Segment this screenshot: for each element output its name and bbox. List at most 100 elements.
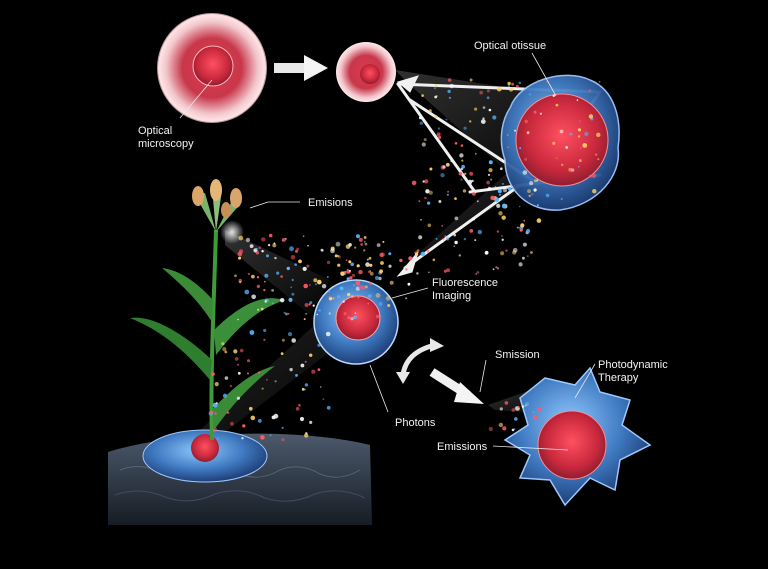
particle-dot [302,266,307,271]
particle-dot [424,179,429,184]
particle-dot [462,189,467,193]
particle-dot [304,360,307,363]
particle-dot [447,190,450,193]
particle-dot [298,259,302,264]
particle-dot [353,284,355,287]
particle-dot [519,147,522,150]
particle-dot [261,387,264,390]
particle-dot [249,244,254,249]
particle-dot [577,165,580,168]
particle-dot [255,251,259,255]
particle-dot [285,312,288,316]
particle-dot [346,277,350,281]
particle-dot [271,415,276,420]
particle-dot [469,78,473,82]
particle-dot [300,363,305,368]
particle-dot [355,280,361,286]
particle-dot [247,272,250,276]
particle-dot [312,304,315,307]
particle-dot [460,178,463,181]
particle-dot [281,438,285,442]
particle-dot [488,160,493,165]
particle-dot [239,348,244,353]
particle-dot [353,295,356,299]
particle-dot [244,289,250,295]
root-cell-dome [142,429,268,483]
particle-dot [318,309,321,312]
particle-dot [458,254,461,257]
particle-dot [212,427,218,433]
particle-dot [309,420,313,424]
particle-dot [291,292,295,296]
particle-dot [496,267,500,270]
particle-dot [446,268,450,273]
particle-dot [476,271,480,274]
particle-dot [495,266,498,269]
particle-dot [356,264,360,268]
particle-dot [249,330,255,335]
particle-dot [328,290,330,293]
particle-dot [301,388,305,391]
particle-dot [378,301,383,306]
particle-dot [561,163,564,167]
particle-dot [226,411,229,414]
particle-dot [463,237,467,241]
particle-dot [492,268,495,271]
particle-dot [461,164,466,169]
particle-dot [517,405,520,408]
particle-dot [569,132,573,136]
particle-dot [364,285,368,289]
particle-dot [332,297,335,300]
particle-dot [326,260,331,265]
particle-dot [234,357,239,361]
particle-dot [498,211,503,216]
particle-dot [233,349,238,354]
particle-dot [492,115,497,120]
blue-tissue-cell [500,74,620,211]
particle-dot [582,143,588,148]
particle-dot [500,167,503,170]
particle-dot [358,237,363,242]
particle-dot [420,251,426,257]
particle-dot [441,240,444,243]
particle-dot [251,294,256,300]
particle-dot [269,434,272,437]
particle-dot [490,178,493,181]
particle-dot [302,235,305,237]
particle-dot [528,93,532,96]
particle-dot [414,252,419,256]
particle-dot [507,146,510,149]
particle-dot [340,271,345,276]
particle-dot [524,157,528,161]
particle-dot [222,347,227,352]
particle-dot [536,218,542,223]
particle-dot [521,405,525,408]
particle-dot [307,245,309,247]
particle-dot [464,172,467,175]
particle-dot [261,237,266,242]
particle-dot [366,258,369,261]
plant [130,179,285,441]
particle-dot [260,435,265,440]
particle-dot [446,237,450,241]
particle-dot [283,311,286,314]
particle-dot [577,128,582,132]
particle-dot [486,180,490,185]
particle-dot [296,247,300,251]
particle-dot [458,171,463,176]
particle-dot [375,314,380,319]
photodynamic-cell [503,366,652,507]
particle-dot [288,297,293,302]
particle-dot [378,276,382,281]
particle-dot [482,106,486,109]
particle-dot [429,167,433,171]
particle-dot [484,250,489,255]
particle-dot [505,249,508,252]
particle-dot [501,215,506,220]
particle-dot [522,242,527,247]
particle-dot [350,317,354,321]
particle-dot [354,312,357,315]
particle-dot [264,280,266,283]
particle-dot [274,256,277,260]
particle-dot [266,378,268,381]
